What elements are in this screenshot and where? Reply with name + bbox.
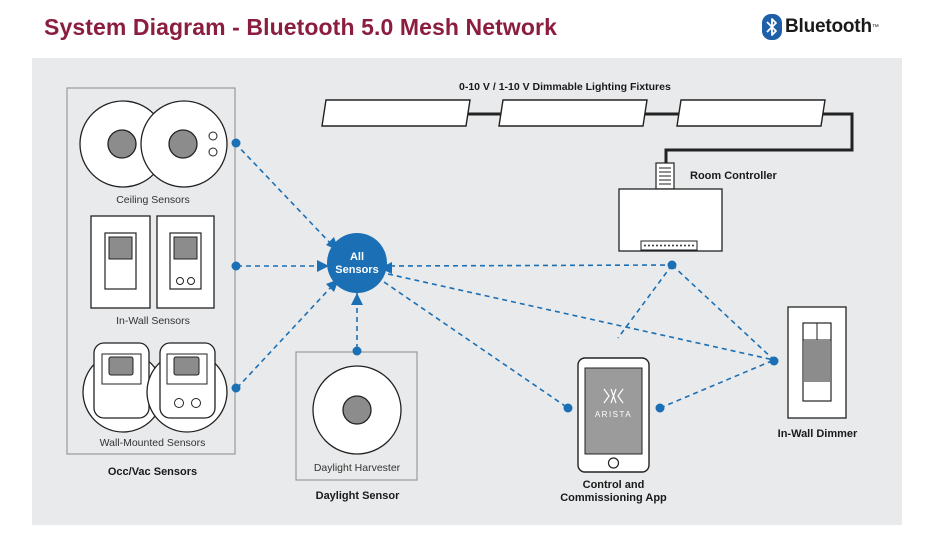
in-wall-sensor <box>90 215 151 309</box>
mesh-link <box>387 273 775 361</box>
room-controller <box>618 162 723 252</box>
light-fixture <box>676 99 826 127</box>
light-fixture <box>498 99 648 127</box>
ceiling-sensors-label: Ceiling Sensors <box>116 194 190 206</box>
mesh-links <box>234 142 775 409</box>
ceiling-sensor <box>140 100 228 188</box>
in-wall-dimmer-label: In-Wall Dimmer <box>777 428 858 440</box>
wall-mounted-sensor <box>146 342 228 433</box>
mesh-link <box>617 264 673 339</box>
node-dot <box>231 383 241 393</box>
wall-mounted-sensor <box>82 342 164 433</box>
arista-logo-icon <box>603 388 624 404</box>
node-dot <box>769 356 779 366</box>
node-dot <box>655 403 665 413</box>
all-sensors-hub <box>327 233 387 293</box>
node-dot <box>563 403 573 413</box>
occ-vac-sensors-box <box>66 87 236 455</box>
arrow-head <box>351 293 363 305</box>
hub-label-line1: All <box>350 251 364 263</box>
mobile-phone <box>577 357 650 473</box>
mesh-nodes <box>231 138 779 413</box>
node-dot <box>667 260 677 270</box>
bluetooth-icon <box>762 14 782 40</box>
mesh-link <box>236 284 334 389</box>
page-title: System Diagram - Bluetooth 5.0 Mesh Netw… <box>44 14 557 40</box>
bluetooth-logo: Bluetooth ™ <box>762 14 879 40</box>
room-controller-label: Room Controller <box>690 170 777 182</box>
fixtures-label: 0-10 V / 1-10 V Dimmable Lighting Fixtur… <box>459 81 671 93</box>
daylight-harvester-label: Daylight Harvester <box>313 462 401 474</box>
controller-wire <box>664 112 854 164</box>
app-label-line2: Commissioning App <box>560 492 667 504</box>
hub-label-line2: Sensors <box>335 264 378 276</box>
occ-vac-sensors-label: Occ/Vac Sensors <box>107 466 198 478</box>
in-wall-sensor <box>156 215 215 309</box>
ceiling-sensor <box>79 100 167 188</box>
node-dot <box>231 138 241 148</box>
mesh-link <box>383 281 569 409</box>
bluetooth-wordmark: Bluetooth <box>785 16 872 37</box>
lighting-fixtures <box>321 99 854 164</box>
daylight-sensor-label: Daylight Sensor <box>315 490 400 502</box>
mesh-link <box>671 264 775 361</box>
mesh-link <box>389 264 671 267</box>
in-wall-dimmer <box>787 306 847 419</box>
trademark-mark: ™ <box>871 23 879 31</box>
app-brand-label: ARISTA <box>595 410 632 419</box>
arrow-head <box>317 260 329 272</box>
mesh-link <box>234 142 334 247</box>
app-label-line1: Control and <box>582 479 645 491</box>
light-fixture <box>321 99 471 127</box>
daylight-harvester-box <box>295 351 418 481</box>
node-dot <box>231 261 241 271</box>
in-wall-sensors-label: In-Wall Sensors <box>116 315 190 327</box>
mesh-link <box>659 359 775 409</box>
wall-mounted-sensors-label: Wall-Mounted Sensors <box>99 437 206 449</box>
node-dot <box>352 346 362 356</box>
